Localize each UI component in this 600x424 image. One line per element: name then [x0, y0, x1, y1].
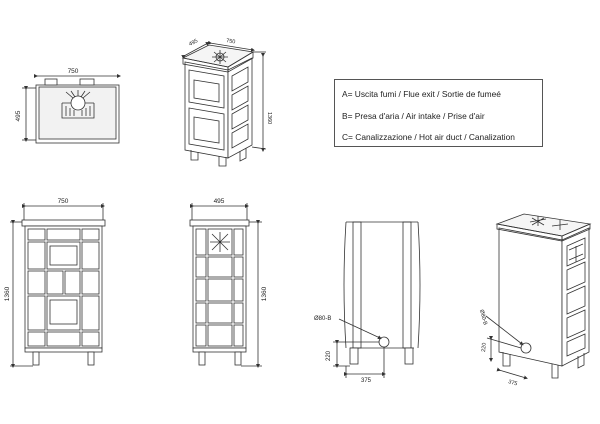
perspective-view — [181, 40, 267, 167]
persp2-duct-circle — [520, 342, 532, 354]
legend-air-intake: B= Presa d'aria / Air intake / Prise d'a… — [342, 110, 485, 121]
persp2-height-label: 220 — [481, 342, 488, 352]
legend-box: A= Uscita fumi / Flue exit / Sortie de f… — [334, 79, 543, 147]
perspective-side-tiles — [231, 66, 249, 149]
persp2-diameter-label: Ø80-B — [478, 309, 488, 326]
top-sunburst — [61, 90, 95, 119]
persp-depth-label: 495 — [188, 38, 199, 48]
section-view — [333, 221, 421, 378]
top-depth-label: 495 — [15, 110, 22, 121]
persp-width-label: 750 — [226, 38, 236, 45]
perspective-front-tiles — [188, 69, 225, 151]
legend-flue-exit: A= Uscita fumi / Flue exit / Sortie de f… — [342, 89, 501, 99]
section-diameter-label: Ø80-B — [314, 316, 331, 322]
persp-height-label: 1360 — [266, 112, 272, 124]
side-depth-label: 495 — [214, 198, 225, 205]
section-duct-circle — [378, 336, 390, 348]
top-view — [22, 74, 121, 144]
side-height-label: 1360 — [261, 286, 268, 301]
front-view — [10, 203, 106, 368]
section-height-label: 220 — [326, 350, 332, 361]
front-width-label: 750 — [58, 198, 69, 205]
legend-hot-air-duct: C= Canalizzazione / Hot air duct / Canal… — [342, 132, 515, 142]
top-width-label: 750 — [68, 68, 79, 75]
perspective2-side-tiles — [566, 237, 586, 357]
perspective-view-2 — [485, 213, 592, 380]
front-tiles — [27, 228, 100, 347]
front-height-label: 1360 — [4, 286, 11, 301]
persp2-offset-label: 375 — [507, 379, 517, 387]
section-offset-label: 375 — [361, 378, 372, 384]
side-tiles — [195, 228, 244, 347]
side-view — [189, 203, 262, 368]
